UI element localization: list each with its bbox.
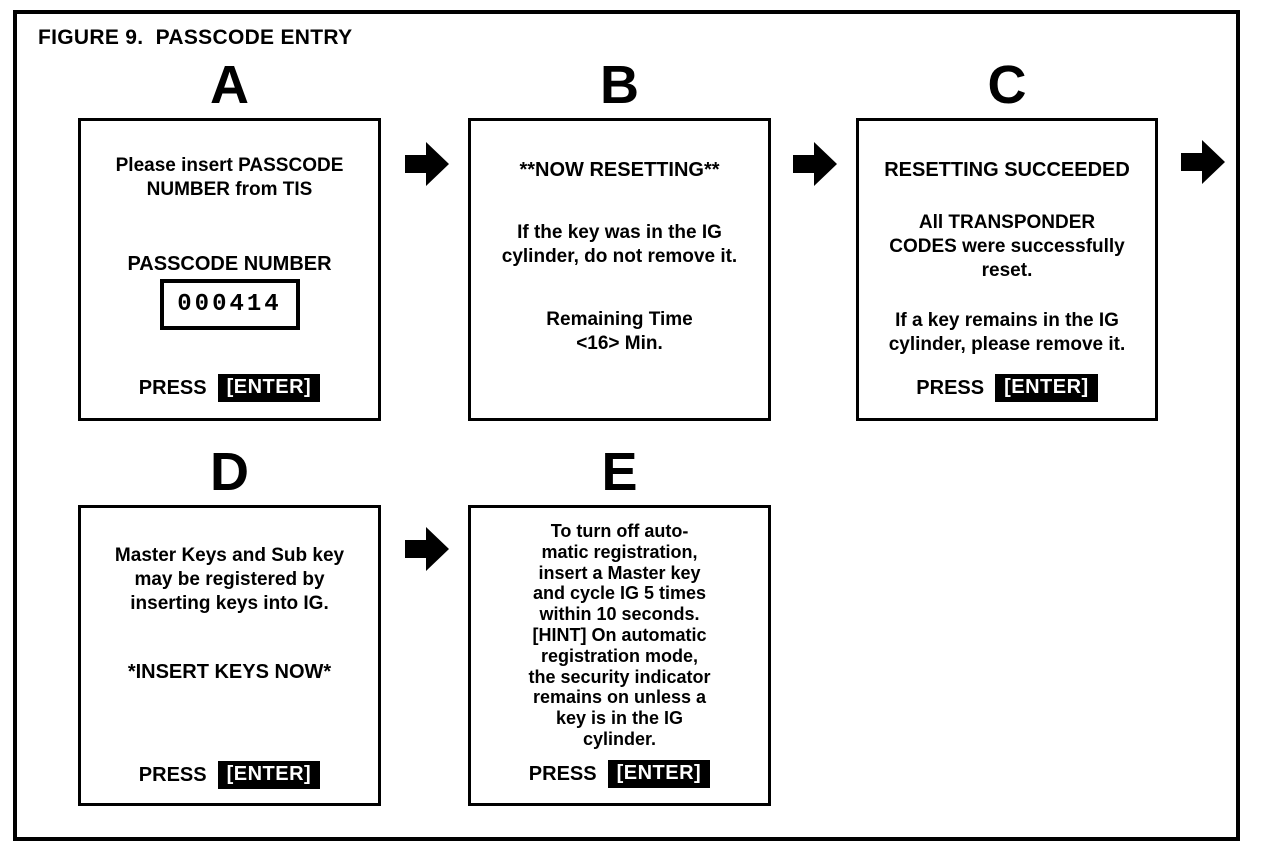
panel-a-press-row: PRESS [ENTER] (81, 374, 378, 402)
press-label: PRESS (916, 376, 985, 399)
enter-key: [ENTER] (217, 374, 321, 402)
insert-keys-now-text: *INSERT KEYS NOW* (127, 661, 332, 683)
now-resetting-title: **NOW RESETTING** (519, 159, 720, 181)
press-label: PRESS (138, 376, 207, 399)
passcode-value-box: 000414 (159, 279, 300, 330)
panel-c-key-remove-text: If a key remains in the IG cylinder, ple… (888, 310, 1126, 355)
enter-key: [ENTER] (217, 761, 321, 789)
press-label: PRESS (528, 762, 597, 785)
passcode-number-heading: PASSCODE NUMBER (127, 253, 332, 275)
panel-c-label: C (987, 55, 1027, 115)
transponder-codes-text: All TRANSPONDER CODES were successfully … (889, 212, 1125, 281)
screen-panel-c: RESETTING SUCCEEDED All TRANSPONDER CODE… (856, 118, 1158, 421)
panel-b-key-warning-text: If the key was in the IG cylinder, do no… (501, 222, 738, 267)
auto-registration-hint-text: To turn off auto- matic registration, in… (528, 521, 711, 749)
panel-e-label: E (601, 442, 638, 502)
remaining-time-text: Remaining Time <16> Min. (546, 309, 693, 354)
panel-d-press-row: PRESS [ENTER] (81, 761, 378, 789)
panel-d-label: D (210, 442, 249, 502)
panel-c-press-row: PRESS [ENTER] (859, 374, 1155, 402)
enter-key: [ENTER] (995, 374, 1098, 402)
screen-panel-a: Please insert PASSCODE NUMBER from TIS P… (78, 118, 381, 421)
panel-a-label: A (210, 55, 249, 115)
figure-title: FIGURE 9. PASSCODE ENTRY (38, 26, 353, 49)
resetting-succeeded-title: RESETTING SUCCEEDED (884, 159, 1130, 181)
flow-arrow-icon (1181, 140, 1225, 184)
screen-panel-d: Master Keys and Sub key may be registere… (78, 505, 381, 806)
register-keys-text: Master Keys and Sub key may be registere… (114, 545, 345, 614)
panel-a-intro-text: Please insert PASSCODE NUMBER from TIS (115, 155, 344, 200)
screen-panel-b: **NOW RESETTING** If the key was in the … (468, 118, 771, 421)
panel-b-label: B (600, 55, 639, 115)
flow-arrow-icon (405, 142, 449, 186)
panel-e-press-row: PRESS [ENTER] (471, 760, 768, 788)
enter-key: [ENTER] (607, 760, 711, 788)
screen-panel-e: To turn off auto- matic registration, in… (468, 505, 771, 806)
press-label: PRESS (138, 763, 207, 786)
flow-arrow-icon (793, 142, 837, 186)
passcode-value: 000414 (177, 291, 282, 318)
flow-arrow-icon (405, 527, 449, 571)
